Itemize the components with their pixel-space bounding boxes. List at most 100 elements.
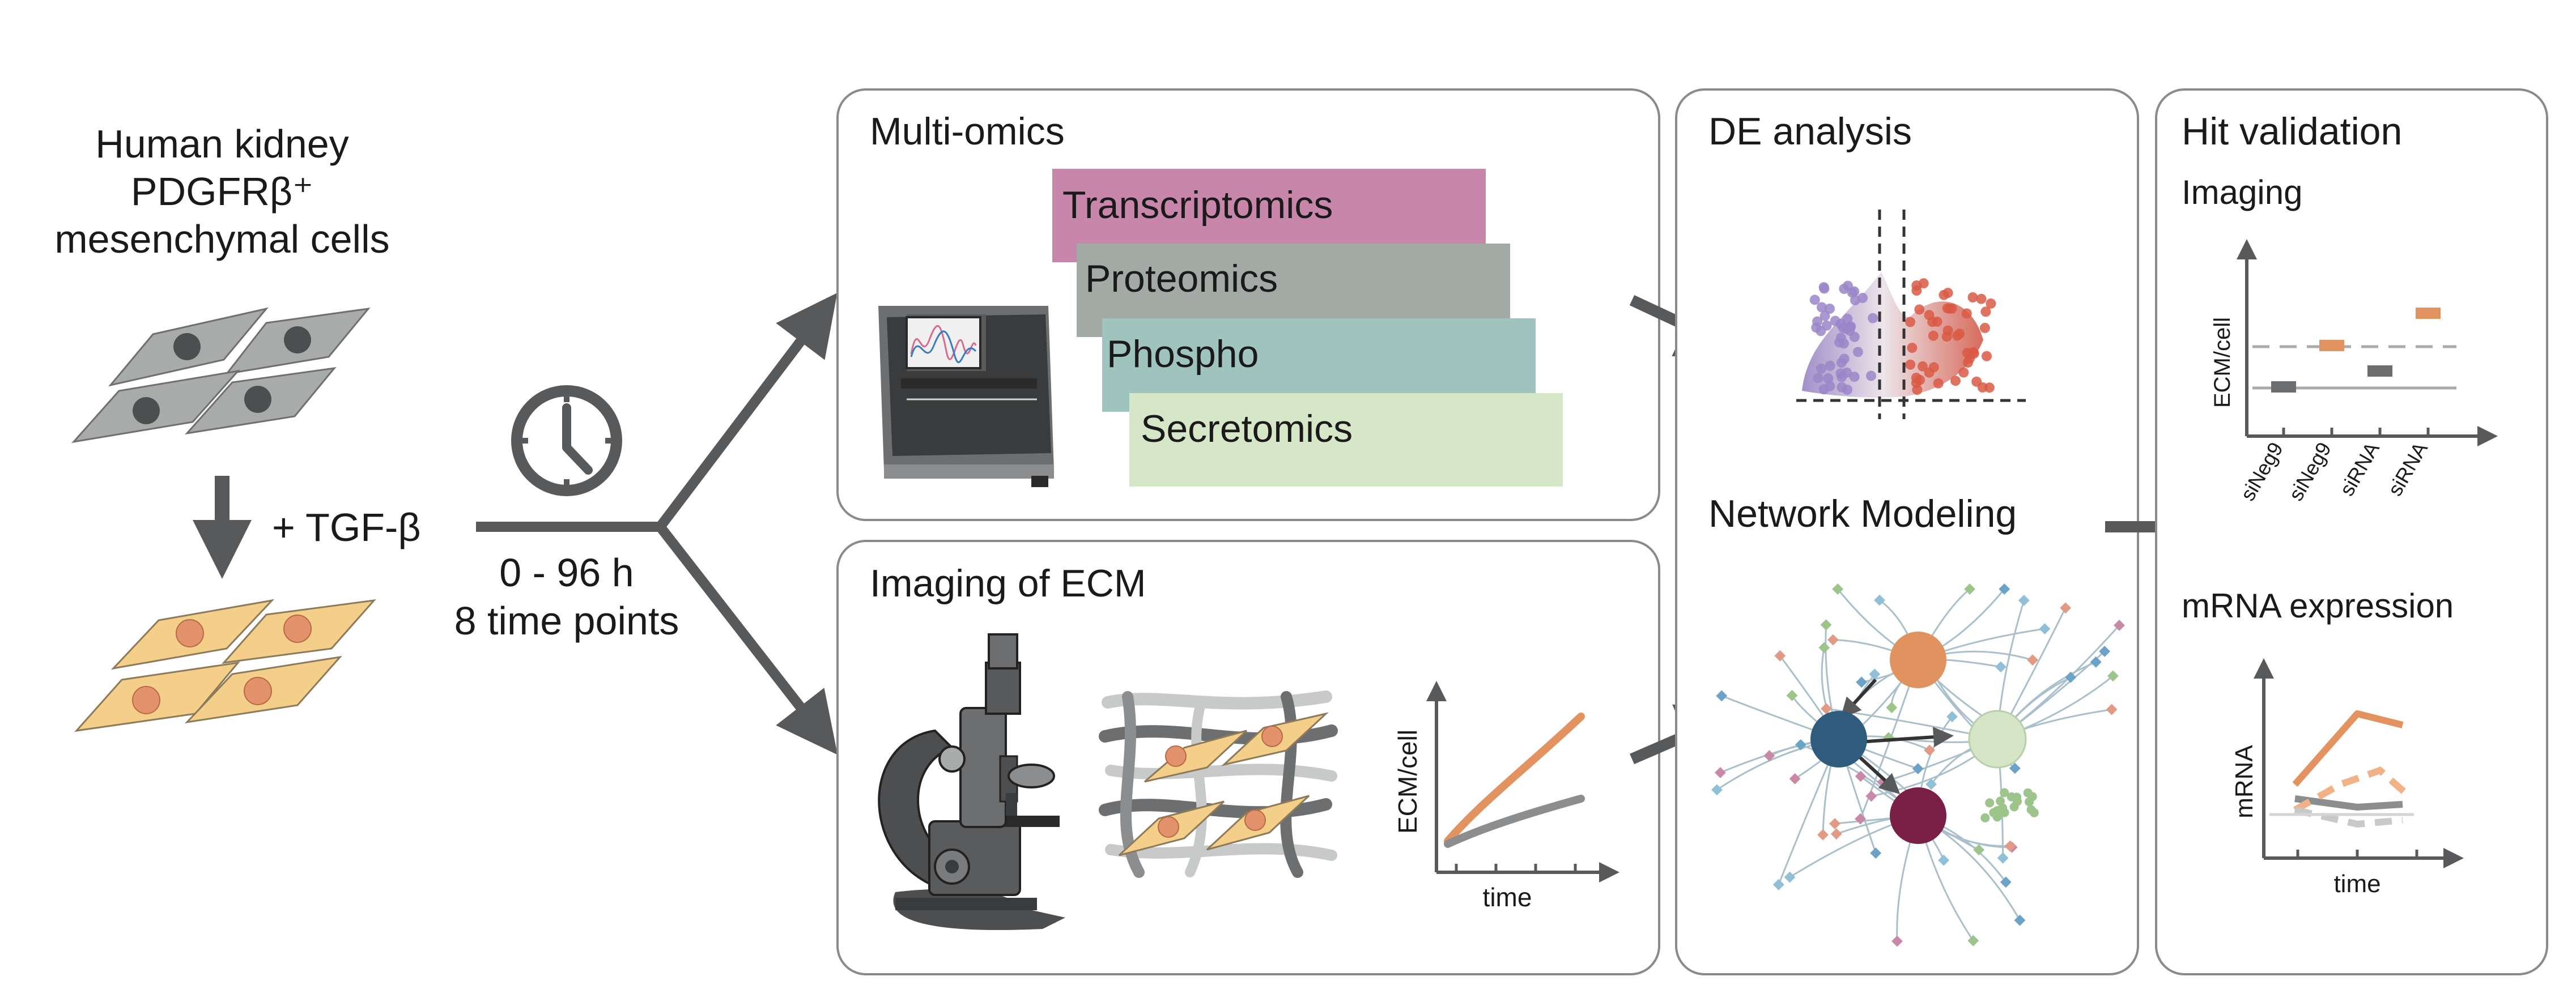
ecm-fibers-image (1099, 690, 1338, 878)
volcano-point (1942, 325, 1953, 336)
volcano-point (1967, 292, 1978, 302)
cell-icon (224, 307, 371, 376)
x-axis-label: time (1483, 882, 1532, 912)
volcano-point (1842, 385, 1852, 395)
orange-dashed-line (2293, 766, 2408, 813)
orange-solid-line (2292, 710, 2404, 787)
volcano-point (1976, 293, 1987, 304)
cell-icon (222, 599, 376, 664)
gray-dashed-line (2294, 807, 2403, 828)
volcano-point (1821, 320, 1832, 331)
network-node (2027, 654, 2038, 666)
volcano-point (1928, 330, 1939, 341)
network-cluster-node (1980, 813, 1990, 822)
volcano-point (1958, 367, 1969, 378)
cell-icon (185, 366, 337, 435)
mrna-validation-plot: mRNA time (2230, 658, 2464, 898)
volcano-point (1905, 359, 1916, 370)
network-node (1817, 829, 1829, 841)
network-node (1818, 642, 1830, 654)
network-node (1870, 847, 1882, 859)
network-node (1715, 767, 1726, 778)
volcano-point (1868, 313, 1878, 323)
network-node (1912, 763, 1924, 774)
network-node (1856, 676, 1867, 688)
data-box (2319, 340, 2344, 351)
network-diagram (1711, 583, 2125, 947)
volcano-point (1927, 317, 1938, 327)
network-node (1925, 778, 1937, 790)
cell-icon (74, 661, 240, 732)
gray-curve (1444, 795, 1585, 848)
network-node (1795, 739, 1806, 751)
cell-title-line-3: mesenchymal cells (54, 217, 389, 261)
volcano-point (1911, 285, 1922, 296)
cell-title-line-1: Human kidney (95, 122, 348, 166)
y-axis-label: ECM/cell (2210, 317, 2235, 408)
volcano-point (1979, 323, 1990, 333)
network-node (2000, 876, 2012, 888)
volcano-point (1849, 372, 1860, 382)
volcano-point (1915, 374, 1925, 385)
network-cluster-node (2026, 805, 2036, 815)
network-node (1865, 790, 1877, 802)
sequencer-icon (878, 306, 1054, 487)
volcano-point (1905, 317, 1916, 327)
hub-node (1810, 711, 1867, 768)
cell-title-line-2: PDGFRβ⁺ (131, 169, 313, 214)
branch-arrow-down (656, 523, 838, 755)
network-node (1786, 690, 1798, 701)
volcano-point (1954, 329, 1965, 339)
orange-curve (1444, 713, 1585, 845)
cell-icon (110, 599, 275, 670)
volcano-point (1971, 376, 1982, 387)
network-cluster-node (1992, 812, 2002, 822)
volcano-point (1809, 295, 1820, 305)
omics-layer-4: Secretomics (1129, 393, 1563, 487)
volcano-point (1817, 302, 1827, 313)
volcano-point (1912, 385, 1923, 395)
hub-node (1890, 632, 1946, 688)
network-node (1997, 852, 2009, 864)
network-node (1946, 711, 1958, 723)
panel-title: Multi-omics (870, 110, 1065, 153)
network-node (1711, 784, 1723, 796)
network-cluster-node (2013, 796, 2022, 806)
panel-title: DE analysis (1708, 110, 1912, 153)
network-node (1999, 583, 2010, 595)
clock-icon (511, 385, 622, 496)
volcano-point (1950, 376, 1961, 386)
layer-bar (1129, 393, 1563, 487)
volcano-point (1866, 370, 1876, 381)
volcano-plot (1796, 210, 2026, 419)
volcano-point (1813, 373, 1823, 383)
cell-title: Human kidney PDGFRβ⁺ mesenchymal cells (54, 122, 389, 261)
layer-label: Secretomics (1141, 407, 1353, 450)
panel-title: Hit validation (2182, 110, 2402, 153)
network-node (1784, 871, 1796, 883)
volcano-point (1924, 367, 1935, 378)
network-node (1827, 634, 1839, 646)
network-node (1774, 650, 1786, 662)
volcano-point (1839, 353, 1850, 364)
network-node (2014, 914, 2026, 926)
volcano-point (1986, 298, 1996, 309)
network-cluster-node (2025, 797, 2034, 807)
x-ticks (1455, 864, 1577, 872)
network-node (1967, 935, 1979, 946)
network-node (1924, 744, 1935, 756)
volcano-point (1939, 289, 1949, 300)
network-node (1855, 770, 1867, 782)
network-title: Network Modeling (1708, 492, 2017, 535)
network-cluster-node (1985, 798, 1995, 808)
network-node (2060, 602, 2071, 614)
network-cluster-node (2000, 788, 2009, 798)
volcano-point (1849, 331, 1860, 342)
network-node (1869, 668, 1881, 680)
volcano-point (1847, 287, 1857, 298)
volcano-point (1825, 304, 1835, 314)
time-points-label: 8 time points (454, 599, 679, 643)
network-node (2009, 762, 2021, 774)
network-node (1832, 583, 1844, 595)
volcano-point (1839, 283, 1850, 294)
